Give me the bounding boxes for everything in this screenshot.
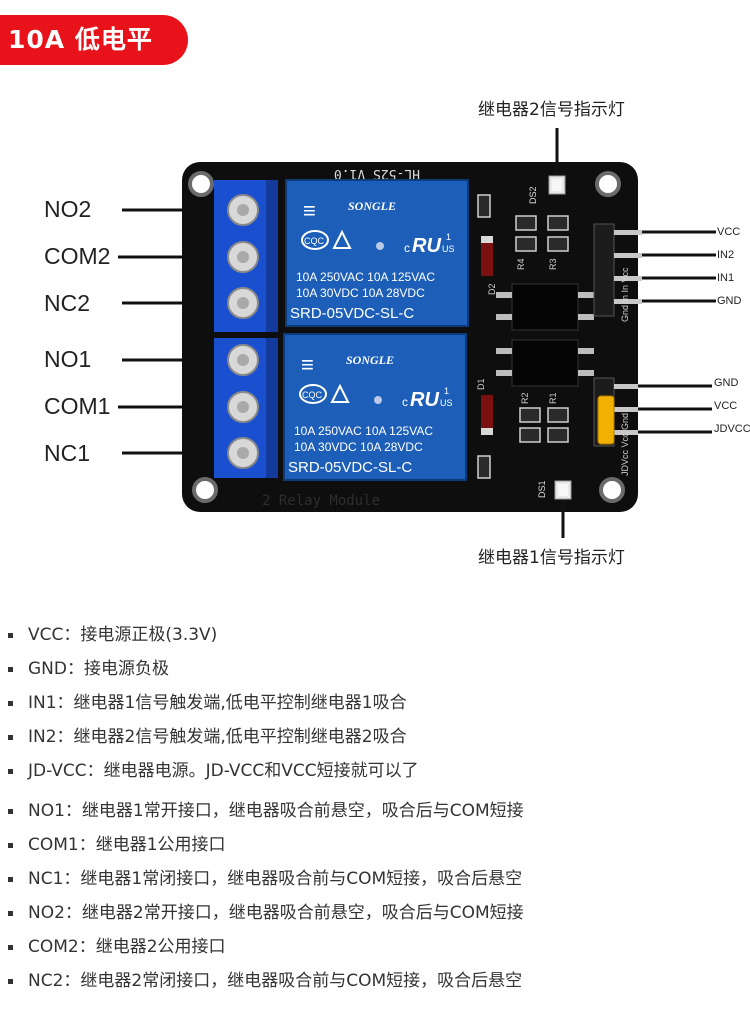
relay2-indicator-label: 继电器2信号指示灯 bbox=[478, 100, 625, 120]
svg-text:1: 1 bbox=[444, 386, 449, 396]
relay-module-photo: HL-52S V1.0 ≡ SONGLE CQC c bbox=[118, 128, 716, 538]
terminal-label-nc1: NC1 bbox=[44, 440, 91, 466]
spec-item-vcc: VCC：接电源正极(3.3V) bbox=[0, 618, 750, 652]
svg-text:D1: D1 bbox=[476, 378, 486, 390]
spec-item-nc1: NC1：继电器1常闭接口，继电器吸合前与COM短接，吸合后悬空 bbox=[0, 862, 750, 896]
pin-header-top: Gnd In In Vcc bbox=[593, 223, 642, 322]
svg-text:RU: RU bbox=[412, 235, 441, 257]
relay-1: ≡ SONGLE CQC c RU 1 US 10A 250VAC 10A 12… bbox=[283, 333, 467, 481]
terminal-label-no1: NO1 bbox=[44, 346, 92, 372]
relay2-cqc: CQC bbox=[304, 236, 325, 246]
spec-item-com1: COM1：继电器1公用接口 bbox=[0, 828, 750, 862]
pin-label-jdvcc: JDVCC bbox=[714, 423, 750, 435]
spec-item-jdvcc: JD-VCC：继电器电源。JD-VCC和VCC短接就可以了 bbox=[0, 754, 750, 788]
svg-text:R3: R3 bbox=[548, 258, 558, 270]
svg-text:Gnd In In Vcc: Gnd In In Vcc bbox=[620, 267, 630, 322]
terminal-screws bbox=[227, 194, 259, 469]
svg-text:DS2: DS2 bbox=[528, 186, 538, 204]
pin-leader-lines-top bbox=[642, 230, 716, 303]
pin-description-list: VCC：接电源正极(3.3V) GND：接电源负极 IN1：继电器1信号触发端,… bbox=[0, 618, 750, 998]
svg-text:US: US bbox=[440, 398, 453, 408]
svg-text:R1: R1 bbox=[548, 392, 558, 404]
svg-text:DS1: DS1 bbox=[537, 480, 547, 498]
relay1-spec1: 10A 250VAC 10A 125VAC bbox=[294, 424, 433, 438]
relay1-spec2: 10A 30VDC 10A 28VDC bbox=[294, 440, 423, 454]
relay1-model: SRD-05VDC-SL-C bbox=[288, 459, 412, 476]
terminal-label-com1: COM1 bbox=[44, 393, 111, 419]
pin-label-vcc-bottom: VCC bbox=[714, 400, 738, 412]
svg-text:c: c bbox=[404, 241, 410, 255]
terminal-label-com2: COM2 bbox=[44, 243, 111, 269]
pin-label-gnd-bottom: GND bbox=[714, 377, 739, 389]
pin-label-gnd-top: GND bbox=[717, 295, 742, 307]
relay-2: ≡ SONGLE CQC c RU 1 US 10A 250VAC 10A 12… bbox=[285, 179, 469, 327]
terminal-label-nc2: NC2 bbox=[44, 290, 91, 316]
board-silk-text: 2 Relay Module bbox=[262, 493, 380, 509]
svg-text:1: 1 bbox=[446, 232, 451, 242]
pin-header-bottom: JDVcc Vcc Gnd bbox=[593, 377, 638, 476]
spec-item-nc2: NC2：继电器2常闭接口，继电器吸合前与COM短接，吸合后悬空 bbox=[0, 964, 750, 998]
relay2-spec1: 10A 250VAC 10A 125VAC bbox=[296, 270, 435, 284]
relay2-spec2: 10A 30VDC 10A 28VDC bbox=[296, 286, 425, 300]
spec-item-gnd: GND：接电源负极 bbox=[0, 652, 750, 686]
led-ds2: DS2 bbox=[528, 175, 566, 204]
svg-text:JDVcc Vcc Gnd: JDVcc Vcc Gnd bbox=[620, 413, 630, 476]
svg-text:R2: R2 bbox=[520, 392, 530, 404]
svg-text:≡: ≡ bbox=[303, 198, 316, 223]
mounting-holes bbox=[188, 171, 625, 503]
pin-label-in2: IN2 bbox=[717, 249, 735, 261]
diodes bbox=[481, 236, 493, 435]
board-model-text: HL-52S V1.0 bbox=[334, 166, 420, 181]
optocouplers bbox=[496, 283, 594, 387]
svg-text:US: US bbox=[442, 244, 455, 254]
pin-leader-lines-bottom bbox=[638, 384, 712, 434]
relay1-cqc: CQC bbox=[302, 390, 323, 400]
jumper-cap bbox=[597, 395, 615, 445]
relay1-brand: SONGLE bbox=[346, 353, 394, 367]
svg-text:R4: R4 bbox=[516, 258, 526, 270]
spec-item-in1: IN1：继电器1信号触发端,低电平控制继电器1吸合 bbox=[0, 686, 750, 720]
relay2-model: SRD-05VDC-SL-C bbox=[290, 305, 414, 322]
title-badge: 10A 低电平 bbox=[0, 15, 188, 65]
svg-text:≡: ≡ bbox=[301, 352, 314, 377]
pin-label-in1: IN1 bbox=[717, 272, 735, 284]
spec-item-no2: NO2：继电器2常开接口，继电器吸合前悬空，吸合后与COM短接 bbox=[0, 896, 750, 930]
relay2-brand: SONGLE bbox=[348, 199, 396, 213]
svg-text:RU: RU bbox=[410, 389, 439, 411]
spec-item-no1: NO1：继电器1常开接口，继电器吸合前悬空，吸合后与COM短接 bbox=[0, 794, 750, 828]
terminal-label-no2: NO2 bbox=[44, 196, 92, 222]
pin-label-vcc-top: VCC bbox=[717, 226, 741, 238]
smd-components bbox=[477, 194, 569, 479]
svg-text:D2: D2 bbox=[487, 283, 497, 295]
svg-text:c: c bbox=[402, 395, 408, 409]
relay1-indicator-label: 继电器1信号指示灯 bbox=[478, 548, 625, 568]
spec-item-com2: COM2：继电器2公用接口 bbox=[0, 930, 750, 964]
led-ds1: DS1 bbox=[537, 480, 572, 500]
spec-item-in2: IN2：继电器2信号触发端,低电平控制继电器2吸合 bbox=[0, 720, 750, 754]
